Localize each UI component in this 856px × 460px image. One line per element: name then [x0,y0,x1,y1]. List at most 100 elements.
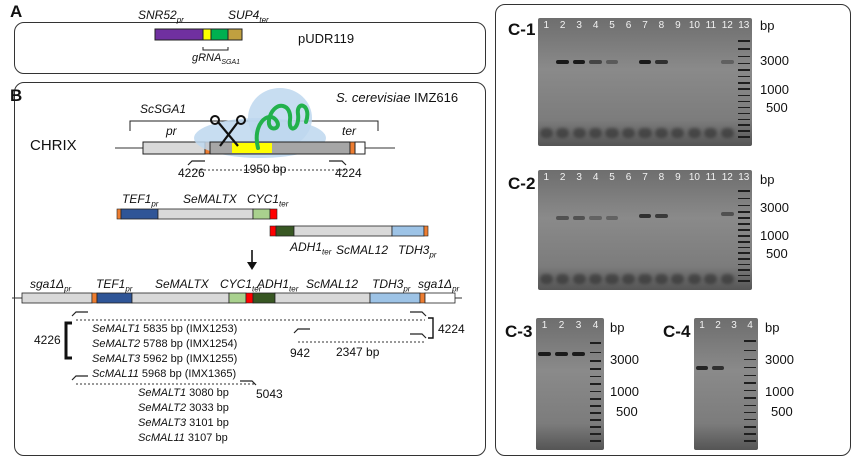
partial-product-size: 2347 bp [336,345,380,359]
plasmid-name: pUDR119 [298,31,355,46]
marker-1000-label: 1000 [760,82,789,97]
lane-number: 3 [731,320,737,331]
tdh3-label: TDH3pr [372,277,411,294]
panel-a-label: A [10,2,23,21]
gel-c2-label: C-2 [508,174,536,193]
primer-4226-label: 4226 [34,333,61,347]
size-row: SeMALT3 5962 bp (IMX1255) [92,353,238,365]
ladder-band [744,411,756,414]
ladder-band [589,342,602,344]
lane-number: 9 [675,172,681,183]
size-row: SeMALT1 5835 bp (IMX1253) [92,323,238,335]
ladder-band [738,241,750,243]
gel-c4-unit: bp [765,320,780,335]
primer-dimer-glow [605,274,619,284]
ladder-band [738,280,750,282]
ladder-band [738,112,750,115]
size-row: ScMAL11 5968 bp (IMX1365) [92,368,237,380]
ladder-band [738,246,750,249]
primer-5043-label: 5043 [256,387,283,401]
dna-band [572,216,586,220]
ladder-band [738,211,750,213]
dna-band [638,214,652,218]
overlap-marker [269,208,278,220]
primer-dimer-glow [687,274,701,284]
primer-arrow-forward [71,311,88,317]
ladder-band [738,62,750,65]
marker-3000-label: 3000 [765,352,794,367]
grna-spacer-block [202,28,212,41]
cyc1-label: CYC1ter [247,192,289,209]
ladder-band [744,340,756,342]
ladder-band [738,88,750,90]
ladder-band [744,426,756,428]
lane-number: 10 [688,172,700,183]
sup4-terminator-block [227,28,243,41]
full-product-size-list: SeMALT1 5835 bp (IMX1253) SeMALT2 5788 b… [92,322,237,382]
snr52-label: SNR52pr [138,8,184,25]
ladder-band [589,390,602,393]
grna-scaffold-block [210,28,229,41]
dna-band [589,60,602,64]
size-row: ScMAL11 3107 bp [138,432,228,444]
lane-number: 3 [575,320,582,331]
ladder-band [738,190,750,192]
ladder-band [738,274,750,277]
sga1-delta-left-label: sga1Δpr [30,277,72,294]
size-row: SeMALT2 3033 bp [138,402,229,414]
lane-number: 7 [642,20,648,31]
dna-band [589,216,602,220]
lane-number: 1 [543,172,549,183]
grna-bracket [202,47,229,51]
lane-number: 13 [738,20,750,31]
ladder-band [589,360,602,362]
primer-arrow-reverse [329,160,347,166]
dna-band [538,352,551,356]
dna-band [572,60,586,64]
sga1-delta-right-label: sga1Δpr [418,277,460,294]
ladder-band [589,383,602,385]
sga1-terminator-block [354,141,366,155]
primer-dimer-glow [589,128,603,138]
primer-dimer-glow [572,274,586,284]
ladder-band [738,204,750,207]
primer-dimer-glow [654,128,669,138]
junction-marker [423,225,429,237]
primer-dimer-glow [720,128,734,138]
marker-3000-label: 3000 [760,53,789,68]
primer-dimer-glow [621,274,636,284]
lane-number: 12 [721,172,733,183]
lane-number: 4 [592,20,599,31]
tef1-label: TEF1pr [96,277,133,294]
adh1-label: ADH1ter [257,277,299,294]
dna-band [572,352,585,356]
lane-number: 4 [592,320,599,331]
lane-number: 9 [675,20,681,31]
ladder-band [744,358,756,361]
ladder-band [738,258,750,260]
ladder-band [738,69,750,71]
primer-4224-label: 4224 [438,322,465,336]
marker-3000-label: 3000 [760,200,789,215]
gel-c1-label: C-1 [508,20,536,39]
marker-500-label: 500 [771,404,793,419]
lane-number: 2 [558,320,565,331]
primer-arrow-forward [71,375,88,381]
primer-4224-label: 4224 [335,166,362,180]
ladder-band [738,217,750,219]
sup4-label: SUP4ter [228,8,269,25]
ladder-band [589,412,602,414]
ladder-band [738,118,750,121]
semaltx-label: SeMALTX [183,192,237,206]
ladder-band [589,419,602,421]
marker-1000-label: 1000 [610,384,639,399]
scmal12-label: ScMAL12 [336,243,389,257]
ladder-band [738,136,750,138]
promoter-label: pr [166,124,177,138]
lane-number: 1 [699,320,705,331]
lane-number: 8 [658,20,665,31]
